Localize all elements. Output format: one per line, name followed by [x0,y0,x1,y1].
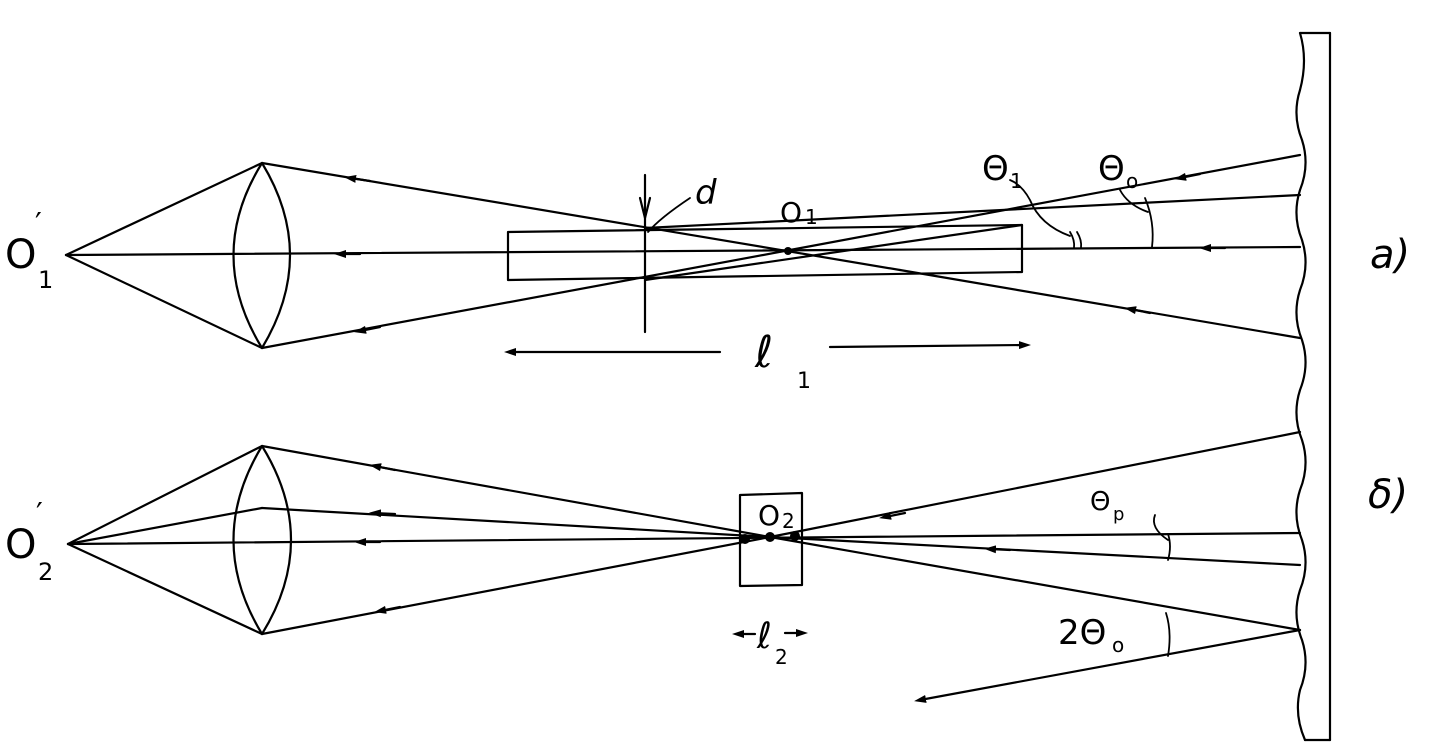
arrow-b-5 [879,511,907,520]
angle-thetap-leader [1153,514,1169,541]
aperture-a-leader [647,197,691,233]
label-o1-sub: 1 [805,205,818,229]
lens-a [232,161,291,350]
angle-theta0-leader [1119,189,1149,213]
cone-b-top [66,444,264,546]
ray-a-3 [643,193,1302,230]
part-b [66,430,1302,703]
label-theta0-sub: o [1126,169,1138,193]
ray-a-1b [898,268,1302,340]
label-o1-prime-mark: ′ [35,207,42,242]
arrow-a-2 [354,325,382,334]
label-o2-prime-mark: ′ [36,497,43,532]
label-o1: O [780,196,802,229]
label-l2-sub: 2 [775,645,788,669]
arrow-b-6 [984,545,1012,554]
axis-a [64,245,1302,257]
label-o1-prime: O [5,232,36,278]
arrow-a-6 [1124,306,1152,315]
angle-theta1-arc [1069,231,1076,249]
ray-a-2b [788,153,1302,252]
arrow-a-1 [344,174,372,183]
arrow-a-4 [1174,172,1202,181]
focus-b-dot-right [790,531,800,541]
label-thetap-sub: p [1113,504,1124,525]
label-theta0: Θ [1098,149,1125,189]
angle-2theta0-arc [1165,612,1171,657]
labels-b: O ′ 2 O 2 ℓ 2 Θ p 2Θ o δ) [5,472,1408,669]
length1-right-arrow [828,341,1031,350]
cell-b [738,491,804,588]
cell-a [506,223,1024,282]
ray-a-2 [260,248,792,350]
arrow-b-2 [369,509,397,518]
label-2theta0: 2Θ [1058,613,1106,653]
screen-wavy-surface [1295,31,1307,742]
ray-b-1 [260,430,1302,539]
ray-a-4 [643,223,1024,282]
label-o2-prime: O [5,522,36,568]
label-part-a: a) [1370,232,1410,278]
label-thetap: Θ [1090,487,1110,517]
label-theta1: Θ [982,149,1009,189]
center-b-dot [765,532,775,542]
arrow-b-4 [374,605,402,614]
angle-theta1-leader [1009,179,1071,237]
ray-b-3 [260,506,1302,567]
cone-a-bottom [64,253,264,350]
part-a [64,153,1302,356]
label-l2: ℓ [756,616,772,657]
angle-theta1-arc2 [1076,231,1083,249]
axis-b [66,531,1302,546]
labels-a: O ′ 1 O 1 d ℓ 1 Θ 1 Θ o a) [5,149,1410,394]
label-2theta0-sub: o [1112,633,1124,657]
aperture-a-tick [638,196,652,220]
label-o2: O [758,499,780,532]
label-l1: ℓ [754,327,773,378]
label-o2-sub: 2 [782,509,795,533]
focus-b-dot-left [740,534,750,544]
label-o2-prime-sub: 2 [38,558,53,586]
cone-a-top [64,161,264,257]
label-theta1-sub: 1 [1010,169,1023,193]
lens-b [232,444,292,636]
label-l1-sub: 1 [797,369,811,394]
arrow-b-1 [369,463,397,472]
angle-theta0-arc [1144,197,1154,248]
cone-b-bottom [66,542,264,636]
screen [1295,31,1332,742]
label-o1-prime-sub: 1 [38,266,53,294]
ray-b-4 [914,628,1302,703]
label-d: d [695,173,717,213]
label-part-b: δ) [1368,472,1408,518]
cone-b-mid [66,506,264,546]
center-a-dot [784,247,792,255]
angle-thetap-arc [1167,533,1171,561]
